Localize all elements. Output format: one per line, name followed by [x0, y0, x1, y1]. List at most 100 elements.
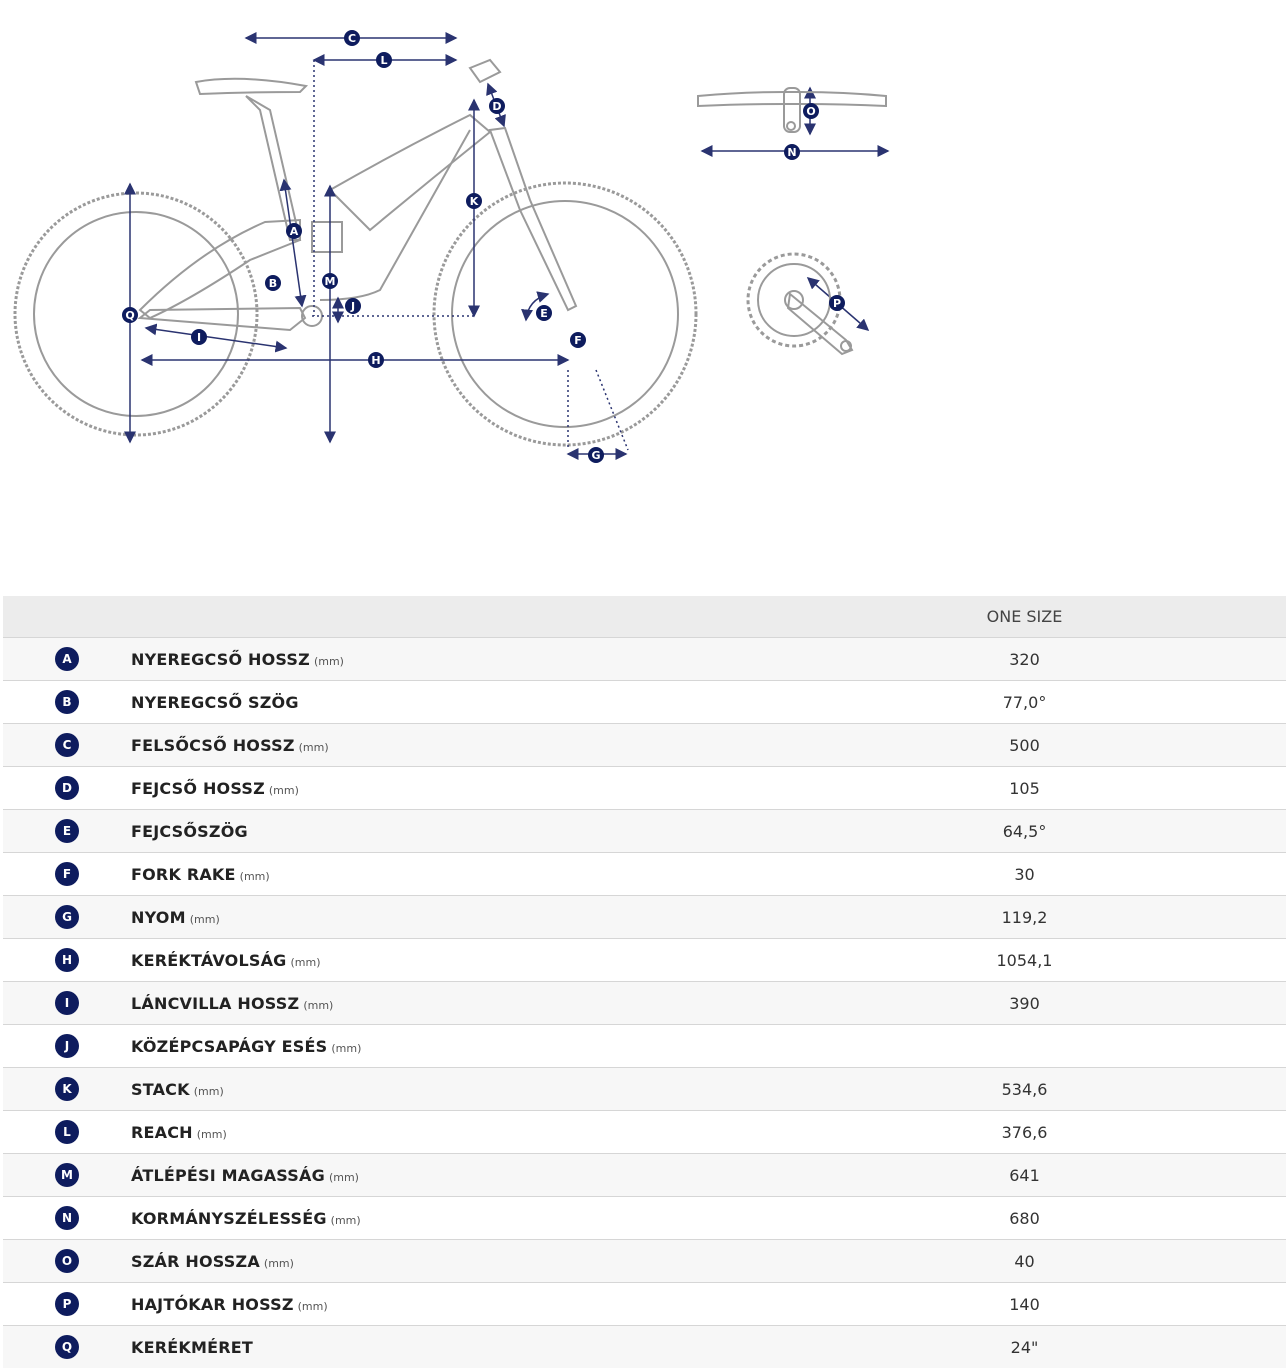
badge-cell: M [3, 1153, 131, 1197]
dimension-label: FELSŐCSŐ HOSSZ [131, 735, 295, 755]
badge-cell: P [3, 1282, 131, 1326]
dimension-unit: (mm) [298, 740, 329, 754]
header-size: ONE SIZE [763, 596, 1286, 638]
dimension-unit: (mm) [297, 1299, 328, 1313]
dimension-value: 64,5° [763, 809, 1286, 853]
svg-text:K: K [470, 195, 479, 208]
label-cell: HAJTÓKAR HOSSZ(mm) [131, 1282, 763, 1326]
dimension-badge: E [55, 819, 79, 843]
dimension-unit: (mm) [193, 1084, 224, 1098]
badge-cell: O [3, 1239, 131, 1283]
badge-cell: A [3, 637, 131, 681]
svg-text:N: N [787, 146, 796, 159]
dimension-badge: O [55, 1249, 79, 1273]
dimension-badge: B [55, 690, 79, 714]
svg-text:M: M [325, 275, 336, 288]
label-cell: FEJCSŐSZÖG [131, 809, 763, 853]
dimension-value: 77,0° [763, 680, 1286, 724]
dimension-label: KERÉKTÁVOLSÁG [131, 950, 287, 970]
dimension-label: NYEREGCSŐ SZÖG [131, 692, 299, 712]
dimension-badge: G [55, 905, 79, 929]
dimension-badge: F [55, 862, 79, 886]
dimension-badge: A [55, 647, 79, 671]
header-empty-label [131, 596, 763, 638]
svg-text:F: F [574, 334, 582, 347]
dimension-value: 390 [763, 981, 1286, 1025]
dimension-value [763, 1024, 1286, 1068]
label-cell: NYEREGCSŐ HOSSZ(mm) [131, 637, 763, 681]
dimension-lines [124, 32, 890, 460]
dimension-badge: D [55, 776, 79, 800]
label-cell: SZÁR HOSSZA(mm) [131, 1239, 763, 1283]
bike-geometry-diagram: C L D K A B M J Q I H E F G O N P [13, 30, 890, 463]
dimension-label: NYOM [131, 907, 186, 927]
badge-cell: H [3, 938, 131, 982]
dimension-value: 140 [763, 1282, 1286, 1326]
dimension-value: 1054,1 [763, 938, 1286, 982]
svg-text:G: G [591, 449, 600, 462]
dimension-label: KERÉKMÉRET [131, 1337, 253, 1357]
dimension-unit: (mm) [303, 998, 334, 1012]
svg-text:C: C [348, 32, 356, 45]
dimension-badge: M [55, 1163, 79, 1187]
svg-text:D: D [492, 100, 501, 113]
svg-text:L: L [380, 54, 387, 67]
dimension-unit: (mm) [196, 1127, 227, 1141]
dimension-unit: (mm) [268, 783, 299, 797]
svg-text:I: I [197, 331, 201, 344]
header-empty-badge [3, 596, 131, 638]
dimension-value: 119,2 [763, 895, 1286, 939]
label-cell: ÁTLÉPÉSI MAGASSÁG(mm) [131, 1153, 763, 1197]
dimension-label: KORMÁNYSZÉLESSÉG [131, 1208, 327, 1228]
badge-cell: L [3, 1110, 131, 1154]
label-cell: NYOM(mm) [131, 895, 763, 939]
dimension-unit: (mm) [328, 1170, 359, 1184]
label-cell: KORMÁNYSZÉLESSÉG(mm) [131, 1196, 763, 1240]
table-row: B NYEREGCSŐ SZÖG 77,0° [3, 680, 1286, 724]
dimension-unit: (mm) [239, 869, 270, 883]
dimension-badge: P [55, 1292, 79, 1316]
dimension-badge: N [55, 1206, 79, 1230]
dimension-unit: (mm) [263, 1256, 294, 1270]
dimension-badges: C L D K A B M J Q I H E F G O N P [122, 30, 845, 463]
table-row: O SZÁR HOSSZA(mm)40 [3, 1239, 1286, 1283]
dimension-badge: Q [55, 1335, 79, 1359]
dimension-badge: K [55, 1077, 79, 1101]
rear-wheel [13, 191, 259, 437]
dimension-label: KÖZÉPCSAPÁGY ESÉS [131, 1036, 328, 1056]
svg-text:P: P [833, 297, 841, 310]
label-cell: STACK(mm) [131, 1067, 763, 1111]
dimension-label: HAJTÓKAR HOSSZ [131, 1294, 294, 1314]
badge-cell: F [3, 852, 131, 896]
dimension-label: STACK [131, 1079, 190, 1099]
badge-cell: N [3, 1196, 131, 1240]
dimension-value: 320 [763, 637, 1286, 681]
dimension-unit: (mm) [313, 654, 344, 668]
badge-cell: I [3, 981, 131, 1025]
badge-cell: G [3, 895, 131, 939]
dimension-label: NYEREGCSŐ HOSSZ [131, 649, 310, 669]
label-cell: KÖZÉPCSAPÁGY ESÉS(mm) [131, 1024, 763, 1068]
dimension-value: 376,6 [763, 1110, 1286, 1154]
badge-cell: C [3, 723, 131, 767]
dimension-badge: L [55, 1120, 79, 1144]
svg-text:H: H [371, 354, 380, 367]
dimension-value: 641 [763, 1153, 1286, 1197]
svg-text:E: E [540, 307, 548, 320]
badge-cell: K [3, 1067, 131, 1111]
dimension-value: 40 [763, 1239, 1286, 1283]
badge-cell: E [3, 809, 131, 853]
handlebar [697, 87, 887, 133]
badge-cell: Q [3, 1325, 131, 1368]
label-cell: LÁNCVILLA HOSSZ(mm) [131, 981, 763, 1025]
dimension-unit: (mm) [331, 1041, 362, 1055]
